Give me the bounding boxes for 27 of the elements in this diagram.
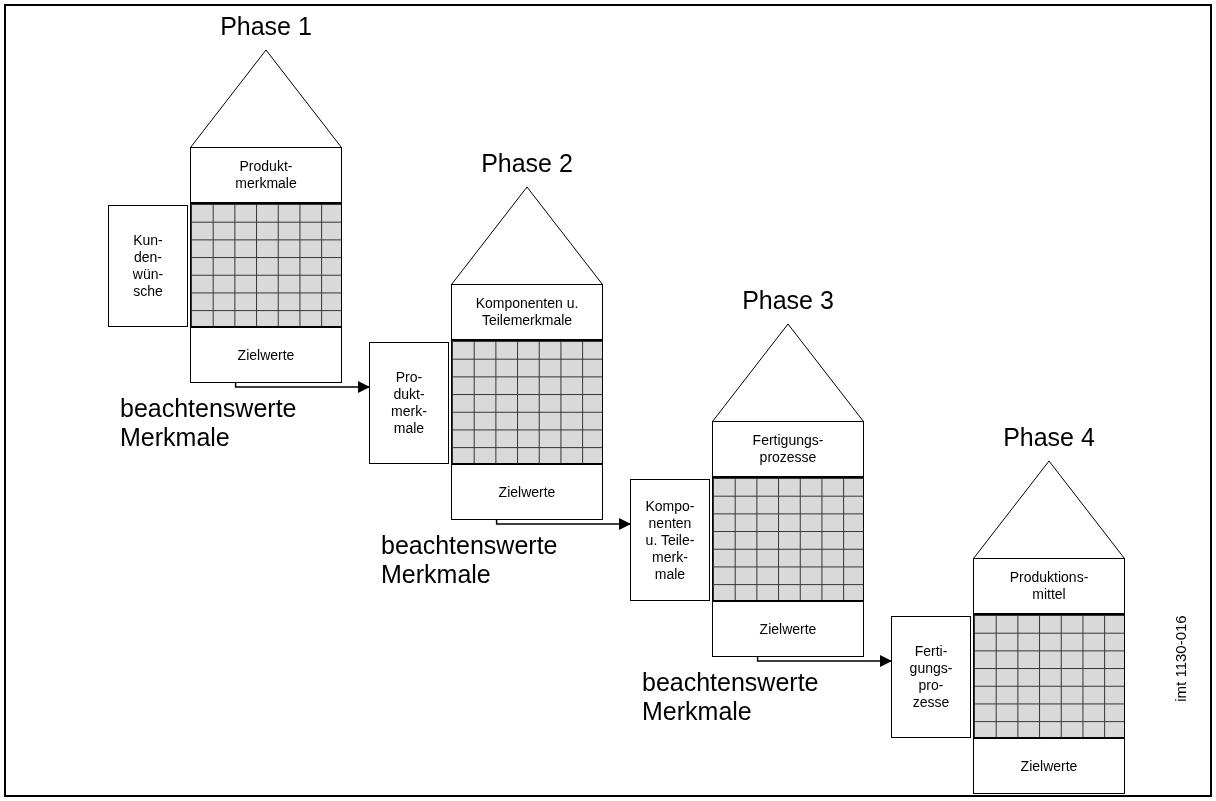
edge-label: beachtenswerte Merkmale: [381, 531, 559, 589]
matrix-grid: [712, 477, 864, 601]
arrow: [234, 381, 370, 393]
phase-heading: Phase 3: [741, 286, 835, 315]
row-label-box: Ferti- gungs- pro- zesse: [891, 616, 971, 738]
matrix-grid: [973, 614, 1125, 738]
header-box: Zielwerte: [973, 738, 1125, 794]
header-box: Komponenten u. Teilemerkmale: [451, 284, 603, 340]
edge-label: beachtenswerte Merkmale: [120, 394, 298, 452]
header-box: Produktions- mittel: [973, 558, 1125, 614]
matrix-grid: [451, 340, 603, 464]
header-box: Produkt- merkmale: [190, 147, 342, 203]
header-box: Fertigungs- prozesse: [712, 421, 864, 477]
header-box: Zielwerte: [451, 464, 603, 520]
phase-heading: Phase 4: [1002, 423, 1096, 452]
row-label-box: Kompo- nenten u. Teile- merk- male: [630, 479, 710, 601]
edge-label: beachtenswerte Merkmale: [642, 668, 820, 726]
figure-code: imt 1130-016: [1171, 614, 1189, 704]
header-box: Zielwerte: [712, 601, 864, 657]
arrow: [756, 655, 892, 667]
arrow: [495, 518, 631, 530]
row-label-box: Pro- dukt- merk- male: [369, 342, 449, 464]
header-box: Zielwerte: [190, 327, 342, 383]
matrix-grid: [190, 203, 342, 327]
phase-heading: Phase 2: [480, 149, 574, 178]
phase-heading: Phase 1: [219, 12, 313, 41]
row-label-box: Kun- den- wün- sche: [108, 205, 188, 327]
